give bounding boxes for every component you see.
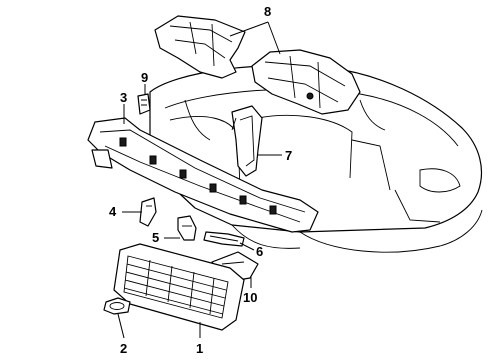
callout-4: 4 — [109, 204, 117, 219]
callout-2: 2 — [120, 341, 127, 356]
leader-8b — [267, 21, 281, 55]
leader-6 — [239, 242, 255, 251]
callout-labels: 8 9 3 7 4 5 6 10 1 2 — [109, 4, 292, 356]
callout-5: 5 — [152, 230, 159, 245]
callout-10: 10 — [243, 290, 257, 305]
callout-9: 9 — [141, 70, 148, 85]
part-5-bracket — [177, 215, 197, 241]
part-3-support-bar — [87, 117, 319, 233]
part-1-grille — [113, 243, 245, 331]
callout-3: 3 — [120, 90, 127, 105]
leader-lines — [117, 21, 282, 339]
callout-7: 7 — [285, 148, 292, 163]
part-7-latch-support — [231, 105, 263, 177]
part-8-upper-shields — [154, 15, 361, 115]
callout-1: 1 — [196, 341, 203, 356]
part-6-strap — [203, 231, 245, 247]
part-2-emblem — [103, 297, 131, 315]
part-9-bracket — [137, 93, 151, 115]
callout-6: 6 — [256, 244, 263, 259]
leader-8a — [229, 21, 269, 37]
part-4-bracket — [139, 197, 157, 227]
callout-8: 8 — [264, 4, 271, 19]
leader-2 — [117, 313, 125, 339]
